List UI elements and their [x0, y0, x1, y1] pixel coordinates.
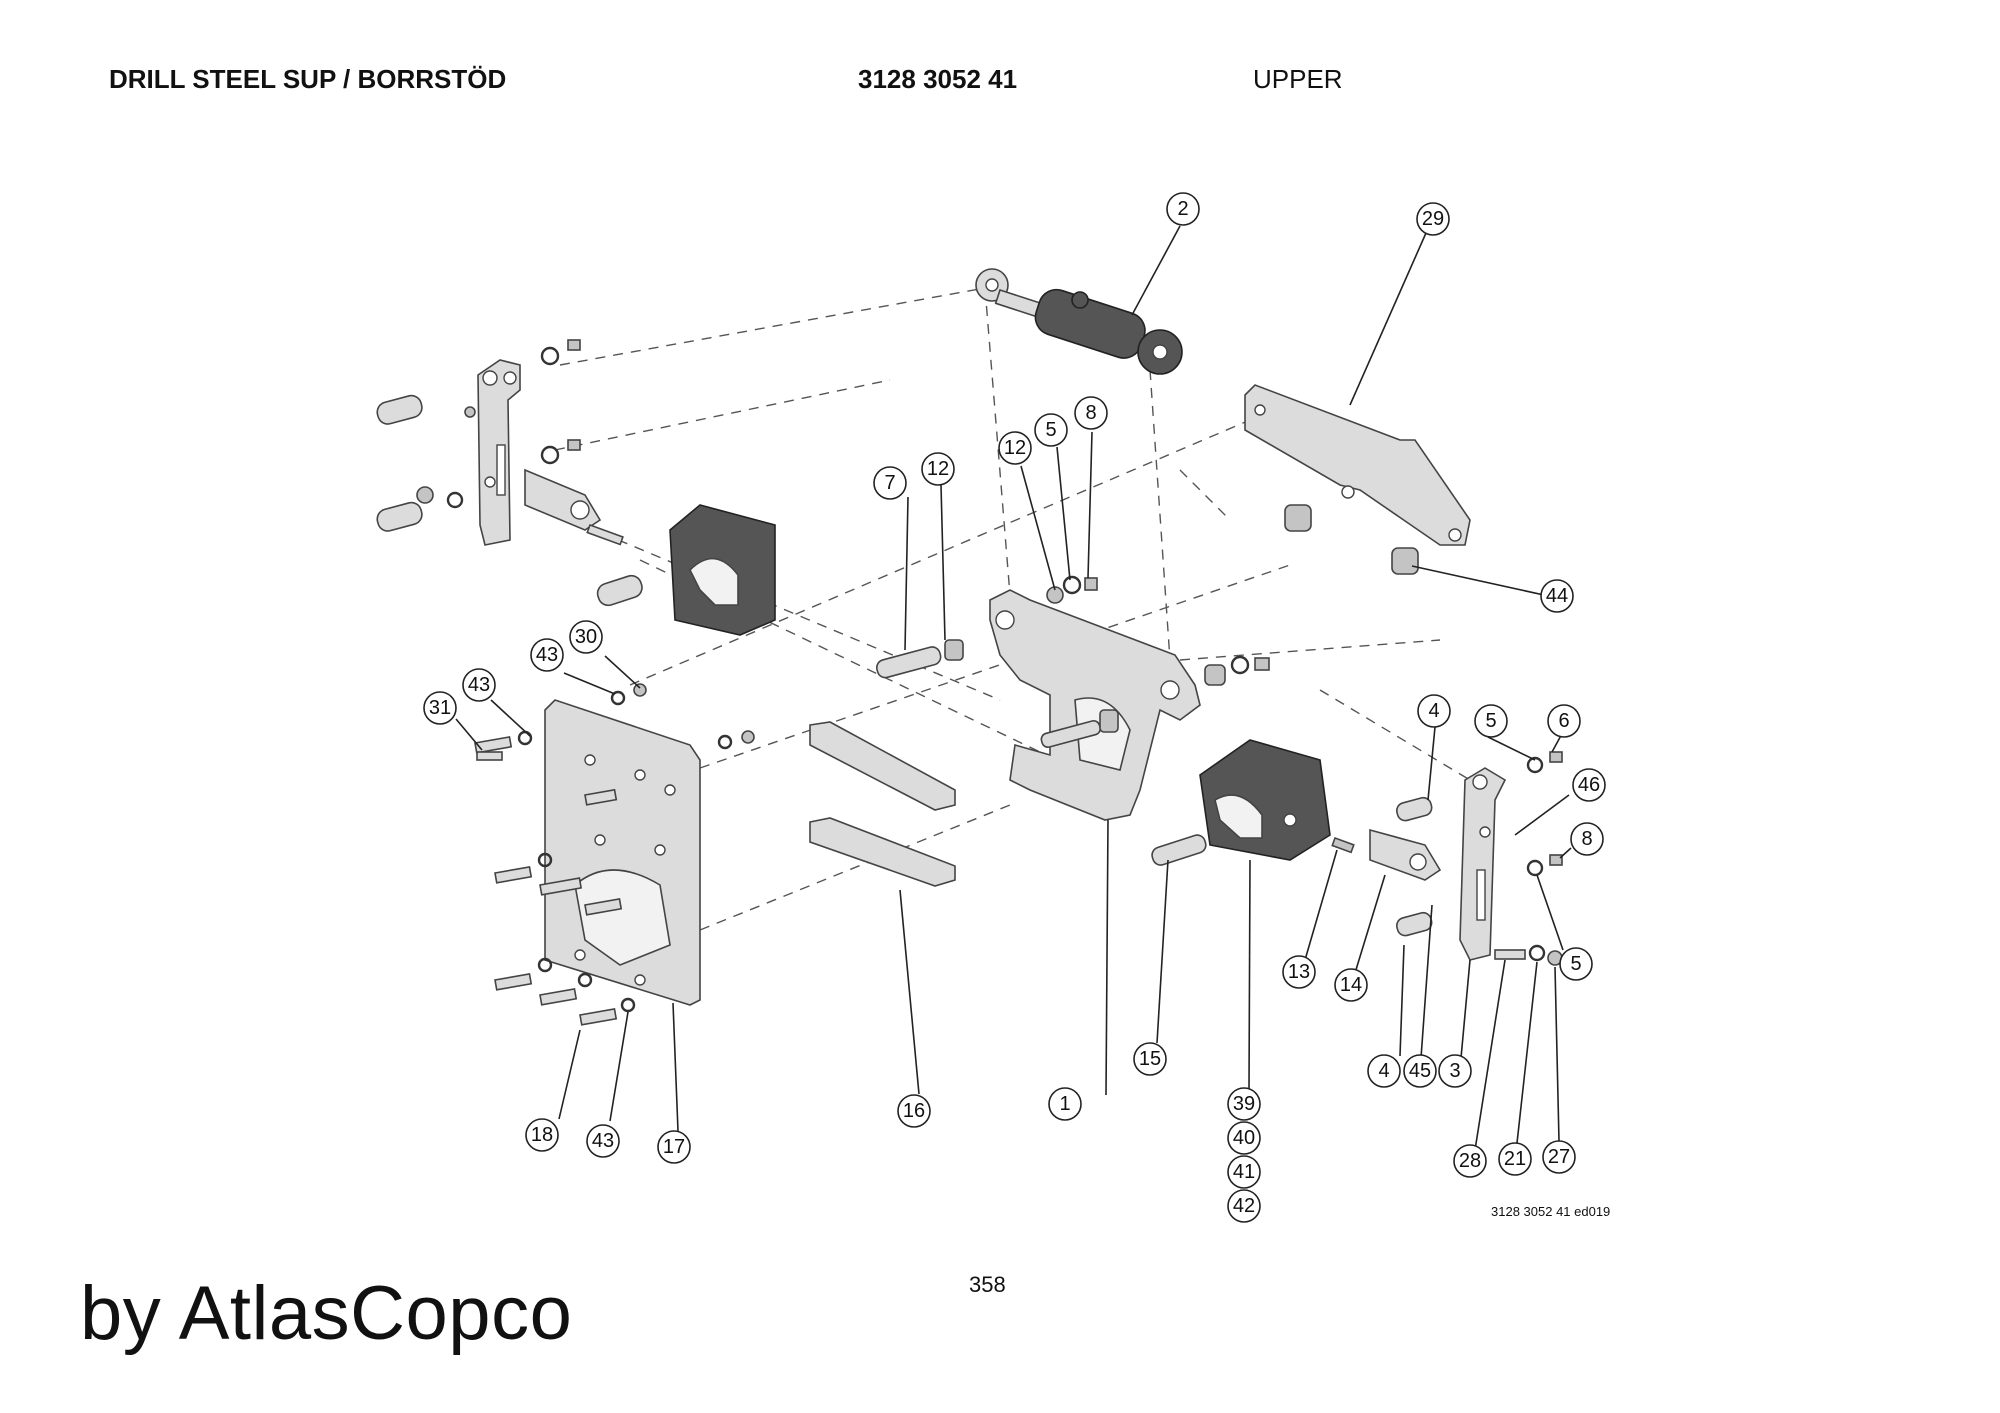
- callout-45: 45: [1403, 1054, 1437, 1088]
- right-clamp-block-part: [1199, 739, 1331, 861]
- svg-text:6: 6: [1558, 710, 1569, 732]
- callout-4-top: 4: [1417, 694, 1451, 728]
- part-number: 3128 3052 41: [858, 64, 1018, 94]
- callout-8-upper: 8: [1074, 396, 1108, 430]
- callout-46: 46: [1572, 768, 1606, 802]
- leader-lines: [455, 225, 1572, 1151]
- callout-12-right: 12: [998, 431, 1032, 465]
- atlascopco-watermark: by AtlasCopco: [80, 1271, 573, 1356]
- callout-21: 21: [1498, 1142, 1532, 1176]
- svg-text:39: 39: [1233, 1093, 1255, 1115]
- callout-18: 18: [525, 1118, 559, 1152]
- main-frame-part: [989, 589, 1201, 821]
- svg-text:4: 4: [1428, 700, 1439, 722]
- svg-text:3: 3: [1449, 1060, 1460, 1082]
- document-title: DRILL STEEL SUP / BORRSTÖD: [109, 64, 507, 94]
- svg-text:21: 21: [1504, 1148, 1526, 1170]
- callout-27: 27: [1542, 1140, 1576, 1174]
- callout-43-left: 43: [462, 668, 496, 702]
- callout-40: 40: [1227, 1121, 1261, 1155]
- angle-rail-parts: [809, 721, 956, 887]
- svg-text:7: 7: [884, 472, 895, 494]
- svg-text:16: 16: [903, 1100, 925, 1122]
- svg-text:8: 8: [1085, 402, 1096, 424]
- callout-14: 14: [1334, 968, 1368, 1002]
- svg-text:2: 2: [1177, 198, 1188, 220]
- mounting-plate-part: [544, 699, 701, 1006]
- section-label: UPPER: [1253, 64, 1343, 94]
- callout-43-bottom: 43: [586, 1124, 620, 1158]
- svg-text:1: 1: [1059, 1093, 1070, 1115]
- callout-16: 16: [897, 1094, 931, 1128]
- callout-12-left: 12: [921, 452, 955, 486]
- svg-text:31: 31: [429, 697, 451, 719]
- svg-text:5: 5: [1485, 710, 1496, 732]
- right-lever-bracket-part: [1331, 751, 1563, 966]
- callout-44: 44: [1540, 579, 1574, 613]
- callout-3: 3: [1438, 1054, 1472, 1088]
- svg-text:43: 43: [468, 674, 490, 696]
- callout-2: 2: [1166, 192, 1200, 226]
- callout-4-bottom: 4: [1367, 1054, 1401, 1088]
- pin-15-part: [1151, 834, 1207, 866]
- callout-43-mid: 43: [530, 638, 564, 672]
- drawing-reference: 3128 3052 41 ed019: [1491, 1204, 1611, 1219]
- callout-31: 31: [423, 691, 457, 725]
- bushing-parts: [1284, 504, 1419, 575]
- callout-41: 41: [1227, 1155, 1261, 1189]
- svg-text:15: 15: [1139, 1048, 1161, 1070]
- svg-text:40: 40: [1233, 1127, 1255, 1149]
- callout-29: 29: [1416, 202, 1450, 236]
- callout-13: 13: [1282, 955, 1316, 989]
- left-clamp-block-part: [669, 504, 776, 636]
- callout-30: 30: [569, 620, 603, 654]
- svg-text:12: 12: [927, 458, 949, 480]
- svg-text:41: 41: [1233, 1161, 1255, 1183]
- svg-text:30: 30: [575, 626, 597, 648]
- svg-text:42: 42: [1233, 1195, 1255, 1217]
- svg-text:5: 5: [1045, 419, 1056, 441]
- callout-7: 7: [873, 466, 907, 500]
- right-washers-parts: [875, 575, 1270, 686]
- callout-8-right: 8: [1570, 822, 1604, 856]
- svg-text:28: 28: [1459, 1150, 1481, 1172]
- svg-text:13: 13: [1288, 961, 1310, 983]
- svg-text:46: 46: [1578, 774, 1600, 796]
- callout-6: 6: [1547, 704, 1581, 738]
- callout-42: 42: [1227, 1189, 1261, 1223]
- callout-5-right-top: 5: [1474, 704, 1508, 738]
- svg-text:12: 12: [1004, 437, 1026, 459]
- hydraulic-cylinder-part: [975, 268, 1183, 375]
- left-pins-parts: [376, 339, 643, 607]
- svg-text:44: 44: [1546, 585, 1568, 607]
- svg-text:14: 14: [1340, 974, 1362, 996]
- svg-text:43: 43: [592, 1130, 614, 1152]
- callout-39: 39: [1227, 1087, 1261, 1121]
- svg-text:17: 17: [663, 1136, 685, 1158]
- svg-text:4: 4: [1378, 1060, 1389, 1082]
- callout-28: 28: [1453, 1144, 1487, 1178]
- guard-plate-part: [1244, 384, 1471, 546]
- svg-text:27: 27: [1548, 1146, 1570, 1168]
- callout-15: 15: [1133, 1042, 1167, 1076]
- page-number: 358: [969, 1272, 1006, 1297]
- left-lever-bracket-part: [477, 359, 602, 546]
- svg-text:29: 29: [1422, 208, 1444, 230]
- callout-5-upper: 5: [1034, 413, 1068, 447]
- callout-5-right-bottom: 5: [1559, 947, 1593, 981]
- svg-text:5: 5: [1570, 953, 1581, 975]
- svg-text:43: 43: [536, 644, 558, 666]
- callout-17: 17: [657, 1130, 691, 1164]
- svg-text:45: 45: [1409, 1060, 1431, 1082]
- plate-bolts-parts: [474, 683, 755, 1026]
- callout-1: 1: [1048, 1087, 1082, 1121]
- svg-text:18: 18: [531, 1124, 553, 1146]
- svg-text:8: 8: [1581, 828, 1592, 850]
